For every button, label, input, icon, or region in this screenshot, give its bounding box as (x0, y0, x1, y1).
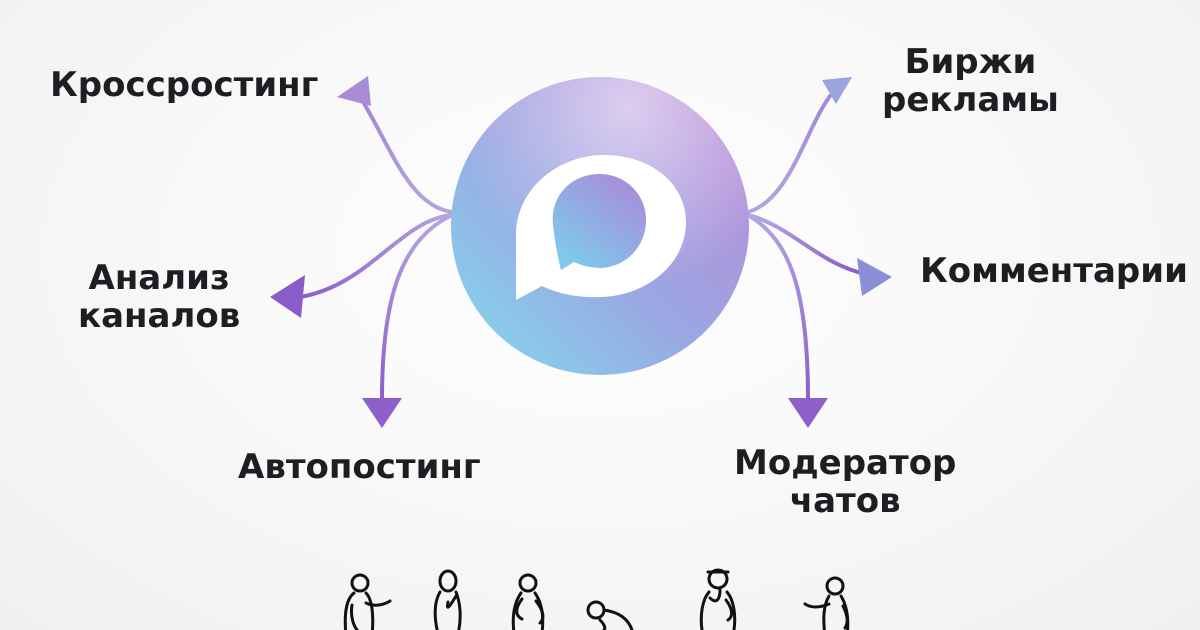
label-moderator-line1: Модератор (734, 443, 957, 483)
arrow-moderator (746, 213, 810, 402)
label-crossposting: Кроссростинг (50, 65, 319, 105)
person-pointing-icon (343, 573, 392, 630)
arrow-crossposting (360, 98, 454, 214)
label-moderator: Модератор чатов (734, 444, 956, 520)
arrowhead-moderator (788, 398, 828, 428)
speech-bubble-logo-icon (451, 77, 749, 375)
label-ad-exchanges: Биржи рекламы (882, 43, 1059, 119)
label-analysis: Анализ каналов (78, 259, 240, 335)
label-analysis-line2: каналов (78, 296, 241, 336)
label-comments: Комментарии (920, 251, 1188, 291)
arrowhead-analysis (270, 275, 305, 318)
arrow-comments (746, 213, 868, 276)
label-ad-exchanges-line2: рекламы (882, 80, 1059, 120)
person-thinking-icon (433, 569, 462, 630)
label-moderator-line2: чатов (789, 481, 901, 521)
arrow-analysis (298, 213, 454, 299)
arrowhead-crossposting (337, 76, 371, 106)
arrowhead-autoposting (362, 398, 402, 428)
person-facepalm-icon (699, 568, 737, 630)
person-bowing-icon (586, 600, 634, 630)
arrow-autoposting (380, 213, 454, 402)
label-autoposting: Автопостинг (238, 447, 481, 487)
label-ad-exchanges-line1: Биржи (904, 42, 1037, 82)
person-hand-on-chin-icon (511, 573, 545, 630)
arrowhead-ad-exchanges (822, 77, 852, 104)
person-gesturing-icon (803, 576, 850, 630)
arrowhead-comments (857, 258, 892, 296)
label-analysis-line1: Анализ (88, 258, 230, 298)
arrow-ad-exchanges (746, 94, 832, 214)
